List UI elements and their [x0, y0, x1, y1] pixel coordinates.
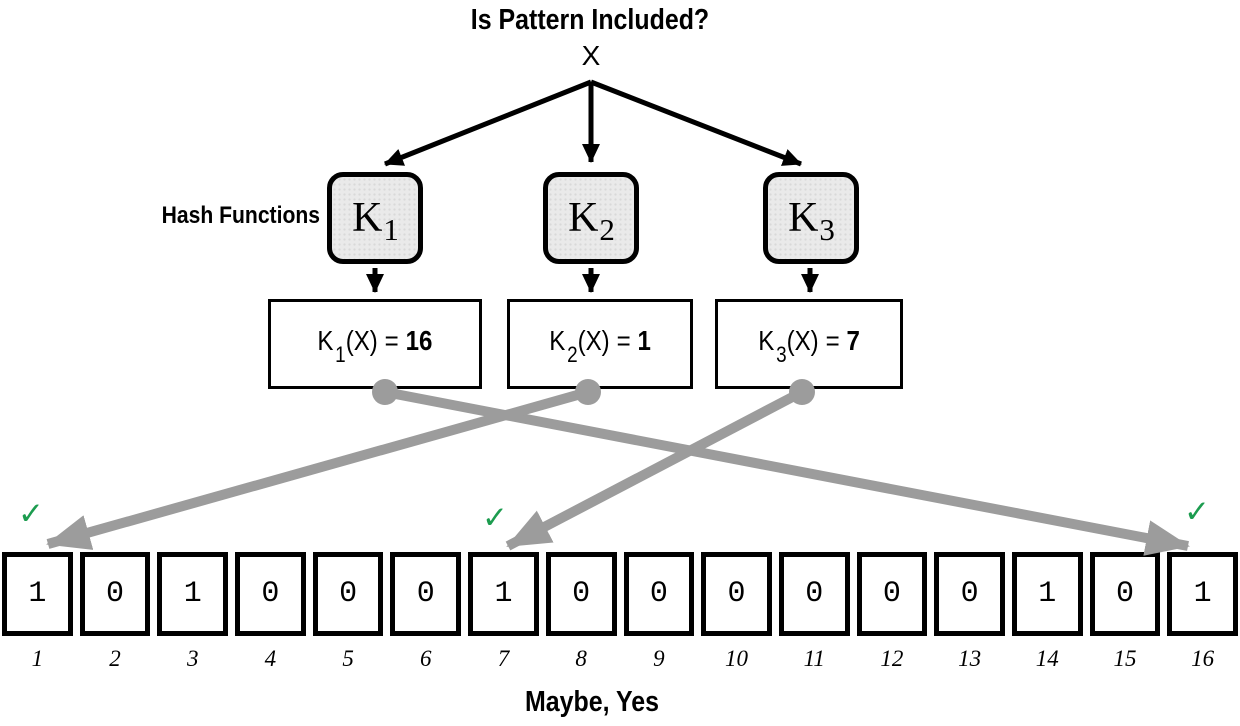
bit-index: 14	[1035, 646, 1059, 671]
hash-result-k3-formula: K3(X)=7	[758, 325, 860, 367]
hash-node-k1-label: K1	[352, 195, 399, 247]
result-label: Maybe, Yes	[524, 686, 660, 718]
bit-value: 1	[494, 577, 513, 611]
bit-index: 4	[264, 646, 277, 671]
input-x-label: X	[581, 40, 601, 71]
arrow-x-to-k3	[590, 79, 802, 167]
hash-node-k1: K1	[327, 172, 423, 264]
bit-cell: 1	[157, 552, 229, 636]
bit-cell: 0	[934, 552, 1005, 636]
hash-result-k1: K1(X)=16	[268, 299, 482, 389]
bit-cell: 0	[79, 552, 151, 636]
bit-value: 0	[1115, 577, 1134, 611]
hash-node-k3-label: K3	[788, 195, 835, 247]
bit-value: 0	[882, 577, 901, 611]
bit-index: 5	[342, 646, 354, 671]
bit-index: 13	[958, 646, 982, 671]
bit-index: 6	[420, 646, 432, 671]
diagram-title: Is Pattern Included?	[470, 4, 710, 36]
bit-cell: 1	[1167, 552, 1238, 636]
bit-value: 0	[805, 577, 824, 611]
bit-index: 1	[31, 646, 44, 671]
check-icon: ✓	[482, 500, 508, 536]
bit-value: 1	[183, 577, 202, 611]
hash-result-k2: K2(X)=1	[507, 299, 693, 389]
bit-value: 0	[261, 577, 280, 611]
hash-result-k1-formula: K1(X)=16	[317, 325, 433, 367]
bit-array: 1 0 1 0 0 0 1 0 0 0 0 0 0 1 0 1	[2, 552, 1238, 636]
check-icon: ✓	[1184, 494, 1210, 530]
bit-cell: 0	[778, 552, 850, 636]
hash-node-k2: K2	[543, 172, 639, 264]
bit-cell: 0	[1089, 552, 1161, 636]
bit-cell: 0	[545, 552, 617, 636]
bit-cell: 1	[468, 552, 539, 636]
bit-value: 1	[28, 577, 47, 611]
bit-value: 0	[106, 577, 125, 611]
hash-result-k3: K3(X)=7	[715, 299, 903, 389]
bit-value: 1	[1038, 577, 1057, 611]
hash-result-k2-formula: K2(X)=1	[549, 325, 651, 367]
bit-value: 0	[649, 577, 668, 611]
bit-index: 9	[653, 646, 665, 671]
bit-value: 1	[1193, 577, 1212, 611]
bit-index: 3	[186, 646, 199, 671]
hash-node-k3: K3	[763, 172, 859, 264]
bit-index: 7	[497, 646, 510, 671]
bit-cell: 1	[2, 552, 73, 636]
bit-value: 0	[727, 577, 746, 611]
bit-cell: 0	[623, 552, 695, 636]
arrow-x-to-k1	[384, 79, 592, 167]
bit-cell: 0	[701, 552, 772, 636]
bit-index: 2	[109, 646, 121, 671]
bit-cell: 0	[312, 552, 384, 636]
bit-cell: 0	[235, 552, 306, 636]
hash-node-k2-label: K2	[568, 195, 615, 247]
bit-index: 10	[725, 646, 749, 671]
bit-index: 12	[880, 646, 904, 671]
arrow-result3-to-cell7	[505, 387, 805, 551]
bit-value: 0	[572, 577, 591, 611]
bit-index: 15	[1113, 646, 1137, 671]
bit-cell: 0	[390, 552, 462, 636]
bit-index: 16	[1191, 646, 1215, 671]
hash-functions-label: Hash Functions	[161, 202, 321, 229]
bit-cell: 0	[856, 552, 928, 636]
check-icon: ✓	[18, 496, 44, 532]
bit-index: 11	[803, 646, 825, 671]
bit-value: 0	[339, 577, 358, 611]
bit-index-row: 1 2 3 4 5 6 7 8 9 10 11 12 13 14 15 16	[2, 646, 1238, 672]
bit-value: 0	[960, 577, 979, 611]
bit-value: 0	[416, 577, 435, 611]
bit-cell: 1	[1011, 552, 1083, 636]
bit-index: 8	[575, 646, 587, 671]
